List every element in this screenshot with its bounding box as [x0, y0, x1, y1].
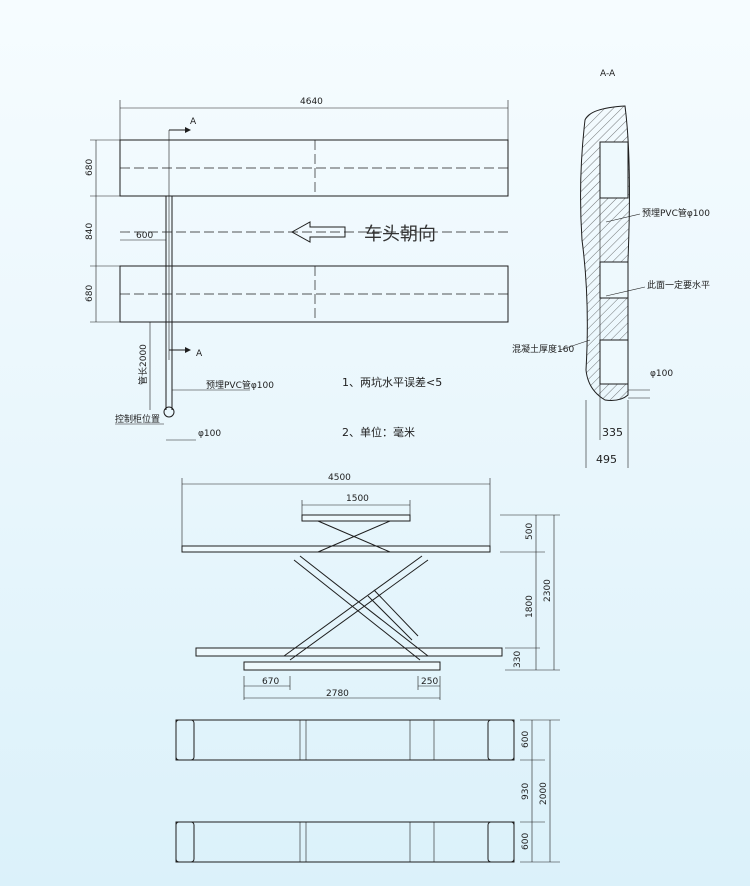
dim-conduit-length: 管长2000 — [137, 344, 149, 385]
dim-elev-bottom: 330 — [513, 651, 523, 668]
dim-base: 2780 — [326, 689, 349, 699]
platform-top — [175, 719, 515, 761]
direction-label: 车头朝向 — [364, 224, 436, 245]
dim-elev-length: 4500 — [328, 473, 351, 483]
pvc-note: 预埋PVC管φ100 — [206, 379, 274, 391]
dim-top-plate: 1500 — [346, 494, 369, 504]
dim-top-w1: 600 — [521, 731, 531, 748]
top-view: 600 930 600 2000 — [175, 719, 560, 863]
section-level-note: 此面一定要水平 — [647, 279, 710, 291]
dim-top-gap: 930 — [521, 783, 531, 800]
dim-gap: 840 — [85, 223, 95, 240]
dim-base-left: 670 — [262, 677, 279, 687]
dim-pit-width-top: 680 — [85, 159, 95, 176]
section-mark-top: A — [190, 117, 197, 127]
dim-base-right: 250 — [421, 677, 438, 687]
note-unit: 2、单位：毫米 — [342, 425, 415, 439]
dim-top-w2: 600 — [521, 833, 531, 850]
dim-elev-total: 2300 — [543, 579, 553, 602]
dim-top-total: 2000 — [539, 782, 549, 805]
dim-section-inner: 335 — [602, 426, 623, 439]
section-mark-bottom: A — [196, 349, 203, 359]
section-concrete-note: 混凝土厚度160 — [512, 343, 574, 355]
section-pipe-note: φ100 — [650, 369, 673, 379]
note-level: 1、两坑水平误差<5 — [342, 375, 442, 389]
pipe-dia-label: φ100 — [198, 429, 221, 439]
elevation-view: 4500 1500 500 1800 2300 330 670 — [181, 473, 560, 700]
section-pvc-note: 预埋PVC管φ100 — [642, 207, 710, 219]
dim-total-length: 4640 — [300, 97, 323, 107]
dim-offset: 600 — [136, 231, 153, 241]
control-box-label: 控制柜位置 — [115, 413, 160, 425]
control-box-icon — [163, 406, 175, 418]
platform-bottom — [175, 821, 515, 863]
plan-view: 4640 680 840 680 600 A A 车头朝向 — [85, 97, 509, 441]
section-view: A-A 预埋PVC管φ100 此面一定要水平 混凝土厚度160 φ100 335… — [512, 69, 710, 468]
dim-pit-width-bottom: 680 — [85, 285, 95, 302]
dim-elev-mid: 1800 — [525, 595, 535, 618]
dim-section-outer: 495 — [596, 453, 617, 466]
direction-arrow-icon — [290, 221, 346, 243]
section-title: A-A — [600, 69, 616, 79]
dim-elev-top: 500 — [525, 523, 535, 540]
